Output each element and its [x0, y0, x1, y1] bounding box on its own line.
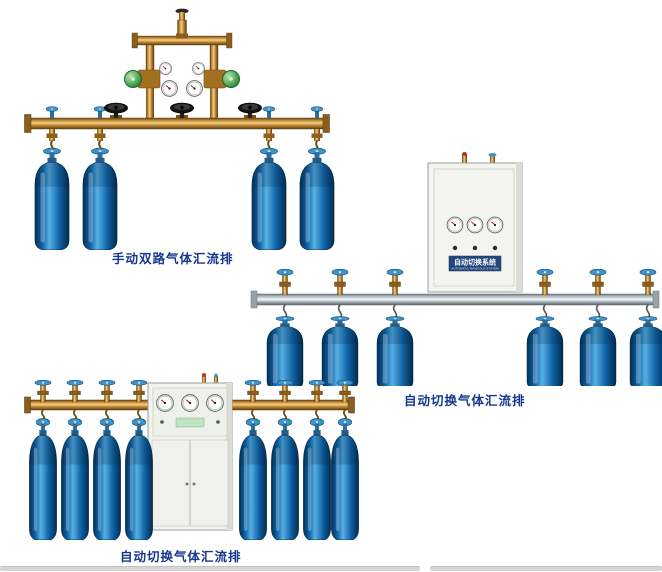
gas-cylinder — [579, 316, 617, 386]
cylinder-shutoff-valves — [45, 106, 324, 118]
header-pipe — [131, 32, 233, 49]
page-bottom-rule-left — [0, 566, 420, 571]
gas-cylinder — [34, 147, 70, 250]
figure-manual-dual-manifold: 手动双路气体汇流排 — [12, 6, 342, 268]
inlet-valve — [175, 8, 189, 39]
indicator-dot — [492, 245, 498, 251]
figure-caption: 自动切换气体汇流排 — [404, 394, 526, 408]
valve-handwheel-icon — [308, 380, 326, 402]
pressure-gauge-icon — [466, 216, 484, 234]
gas-cylinder — [270, 418, 300, 540]
cabinet-label-plate — [448, 255, 502, 272]
pressure-gauge-icon — [181, 394, 199, 412]
valve-handwheel-icon — [386, 269, 404, 295]
valve-handwheel-icon — [589, 269, 607, 295]
valve-handwheel-icon — [262, 106, 276, 112]
riser-pipe-left — [145, 44, 155, 73]
cabinet-label: 自动切换系统 — [454, 258, 496, 267]
pressure-gauge-icon — [446, 216, 464, 234]
valve-handwheel-icon — [244, 380, 262, 402]
gas-cylinder — [92, 418, 122, 540]
cabinet-sublabel: AUTOMATIC MANIFOLD SYSTEM — [452, 267, 499, 271]
fitting-cap-icon — [202, 373, 206, 377]
figure-caption: 自动切换气体汇流排 — [120, 550, 242, 564]
figure-auto-switch-floor-manifold: 自动切换气体汇流排 — [22, 372, 362, 568]
cabinet-panel-plate — [175, 417, 205, 428]
panel-knob-icon — [216, 420, 220, 424]
gas-cylinder — [28, 418, 58, 540]
gas-cylinder — [330, 418, 360, 540]
valve-handwheel-icon — [98, 380, 116, 402]
pressure-gauge-icon — [186, 80, 203, 97]
panel-knob-icon — [160, 420, 164, 424]
auto-floor-illustration — [24, 373, 360, 540]
valve-handwheel-icon — [536, 269, 554, 295]
black-handwheel-icon — [169, 102, 195, 118]
gas-cylinder — [302, 418, 332, 540]
pressure-gauge-icon — [161, 80, 178, 97]
gas-cylinder — [629, 316, 662, 386]
cabinet-door-left — [151, 439, 190, 527]
gas-cylinder — [526, 316, 564, 386]
cylinder-drops — [46, 129, 323, 153]
pressure-gauge-icon — [206, 394, 224, 412]
indicator-dot — [472, 245, 478, 251]
control-cabinet: 自动切换系统 AUTOMATIC MANIFOLD SYSTEM — [427, 152, 523, 293]
valve-handwheel-icon — [66, 380, 84, 402]
valve-handwheel-icon — [34, 380, 52, 402]
black-handwheel-icon — [237, 102, 263, 118]
main-line-valves — [103, 102, 263, 119]
door-handle-icon — [192, 482, 196, 486]
indicator-dot — [452, 245, 458, 251]
valve-handwheel-icon — [331, 269, 349, 295]
figure-caption: 手动双路气体汇流排 — [112, 252, 234, 266]
valve-handwheel-icon — [130, 380, 148, 402]
fitting-cap-icon — [214, 373, 218, 378]
valve-handwheel-icon — [310, 106, 324, 112]
valve-handwheel-icon — [276, 269, 294, 295]
valve-handwheel-icon — [276, 380, 294, 402]
valve-handwheel-icon — [45, 106, 59, 112]
connection-hoses — [282, 304, 651, 319]
riser-pipe-right — [209, 44, 219, 73]
door-handle-icon — [185, 482, 189, 486]
pressure-gauge-icon — [192, 62, 205, 75]
pressure-gauge-icon — [156, 394, 174, 412]
gas-cylinder — [60, 418, 90, 540]
auto-wall-illustration: 自动切换系统 AUTOMATIC MANIFOLD SYSTEM — [250, 152, 662, 386]
fitting-cap-icon — [462, 152, 467, 157]
gas-cylinder — [82, 147, 118, 250]
pressure-regulator-left — [124, 62, 178, 119]
gas-cylinder — [376, 316, 414, 386]
manual-dual-illustration — [24, 8, 335, 250]
black-handwheel-icon — [103, 102, 129, 118]
pressure-regulator-right — [186, 62, 240, 119]
manifold-pipe — [250, 290, 660, 309]
pressure-gauge-icon — [486, 216, 504, 234]
gas-cylinder — [238, 418, 268, 540]
page-bottom-rule-right — [430, 566, 662, 571]
pressure-gauge-icon — [159, 62, 172, 75]
cabinet-door-right — [190, 439, 229, 527]
fitting-cap-icon — [488, 153, 497, 157]
figure-auto-switch-wall-manifold: 自动切换系统 AUTOMATIC MANIFOLD SYSTEM — [250, 152, 662, 408]
control-cabinet — [147, 373, 233, 531]
